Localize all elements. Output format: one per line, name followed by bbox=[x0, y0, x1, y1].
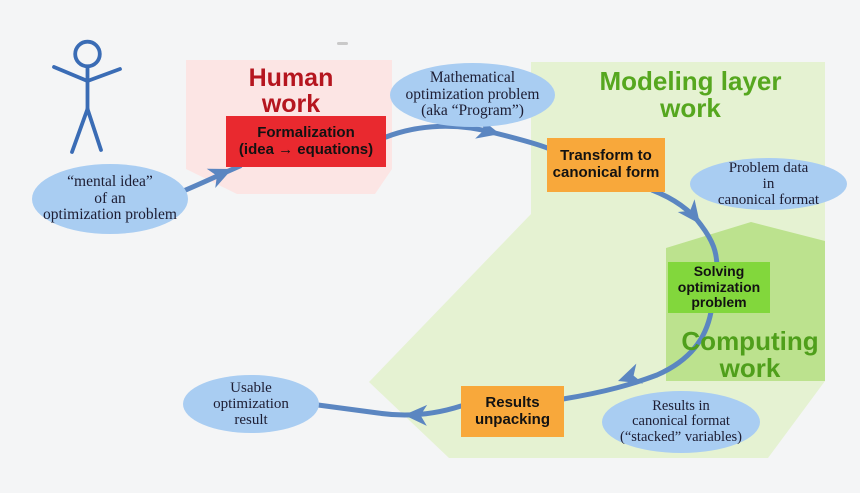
problem-data-ellipse: Problem data in canonical format bbox=[690, 158, 847, 210]
label-line: optimization problem bbox=[405, 85, 540, 103]
human-work-title: Human work bbox=[216, 64, 366, 118]
label-line: work bbox=[261, 89, 321, 118]
math-problem-ellipse: Mathematical optimization problem (aka “… bbox=[390, 63, 555, 127]
arrowhead bbox=[677, 199, 700, 224]
arrowhead bbox=[206, 168, 232, 188]
label-line: (idea → equations) bbox=[238, 140, 374, 158]
mental-idea-ellipse: “mental idea” of an optimization problem bbox=[32, 164, 188, 234]
label-line: Mathematical bbox=[429, 68, 516, 86]
label-line: canonical format bbox=[717, 192, 820, 209]
label-line: canonical form bbox=[552, 164, 660, 181]
arrow-unpacking-to-usable bbox=[315, 402, 464, 418]
arrowhead bbox=[404, 404, 428, 426]
arrow-transform-to-solving bbox=[649, 187, 720, 271]
flow-arrowheads bbox=[206, 118, 700, 426]
arrowhead bbox=[475, 118, 500, 139]
label-line: result bbox=[234, 412, 268, 429]
modeling-layer-work-title: Modeling layer work bbox=[598, 68, 783, 121]
label-line: Problem data bbox=[728, 159, 809, 176]
computing-work-title: Computing work bbox=[669, 328, 831, 381]
label-line: optimization problem bbox=[43, 206, 177, 224]
label-line: (“stacked” variables) bbox=[620, 428, 742, 445]
usable-result-ellipse: Usable optimization result bbox=[183, 375, 319, 433]
solving-step-box: Solving optimization problem bbox=[668, 262, 770, 313]
person-icon bbox=[52, 39, 122, 154]
label-line: of an bbox=[94, 189, 126, 207]
arrow-formalization-to-transform bbox=[383, 123, 555, 153]
label-line: Human bbox=[248, 64, 334, 92]
label-line: “mental idea” bbox=[67, 172, 153, 190]
label-line: Transform to bbox=[560, 147, 652, 165]
label-line: problem bbox=[691, 294, 747, 311]
label-line: Results bbox=[485, 393, 540, 411]
label-line: optimization bbox=[213, 395, 289, 412]
label-line: Modeling layer bbox=[599, 66, 782, 96]
label-line: optimization bbox=[677, 278, 761, 295]
small-dash-mark bbox=[337, 42, 348, 45]
results-unpacking-step-box: Results unpacking bbox=[461, 386, 564, 437]
label-line: Solving bbox=[693, 262, 745, 279]
results-canonical-ellipse: Results in canonical format (“stacked” v… bbox=[602, 391, 760, 453]
label-line: unpacking bbox=[474, 410, 550, 428]
arrowhead bbox=[618, 363, 644, 384]
label-line: Computing bbox=[681, 326, 819, 356]
formalization-step-box: Formalization (idea → equations) bbox=[226, 116, 386, 167]
label-line: Usable bbox=[230, 379, 272, 396]
label-line: Results in bbox=[652, 397, 710, 414]
transform-canonical-step-box: Transform to canonical form bbox=[547, 138, 665, 192]
label-line: canonical format bbox=[632, 413, 730, 430]
label-line: work bbox=[719, 352, 781, 383]
arrow-solving-to-unpacking bbox=[560, 309, 714, 402]
label-line: in bbox=[762, 175, 775, 192]
label-line: work bbox=[660, 92, 721, 123]
label-line: Formalization bbox=[257, 123, 355, 141]
label-line: (aka “Program”) bbox=[421, 102, 524, 120]
